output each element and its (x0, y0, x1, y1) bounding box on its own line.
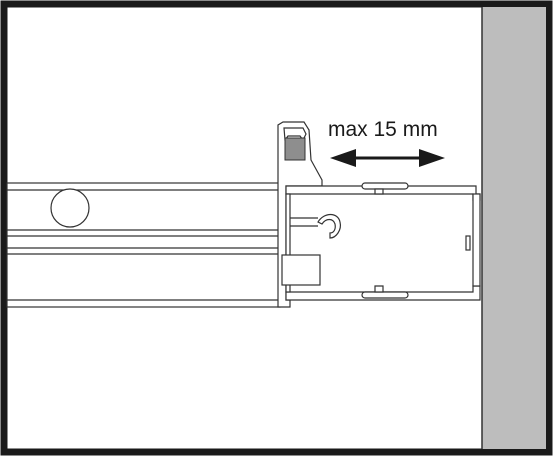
rail-hole (50, 188, 90, 228)
rail-profile (6, 182, 281, 308)
dimension-label: max 15 mm (328, 118, 438, 141)
connector-block (281, 254, 321, 286)
hook-clip (317, 213, 341, 239)
profile-lips (361, 182, 471, 299)
seal-gasket (284, 137, 306, 161)
dimension-arrow (330, 149, 445, 167)
wall (482, 7, 546, 449)
